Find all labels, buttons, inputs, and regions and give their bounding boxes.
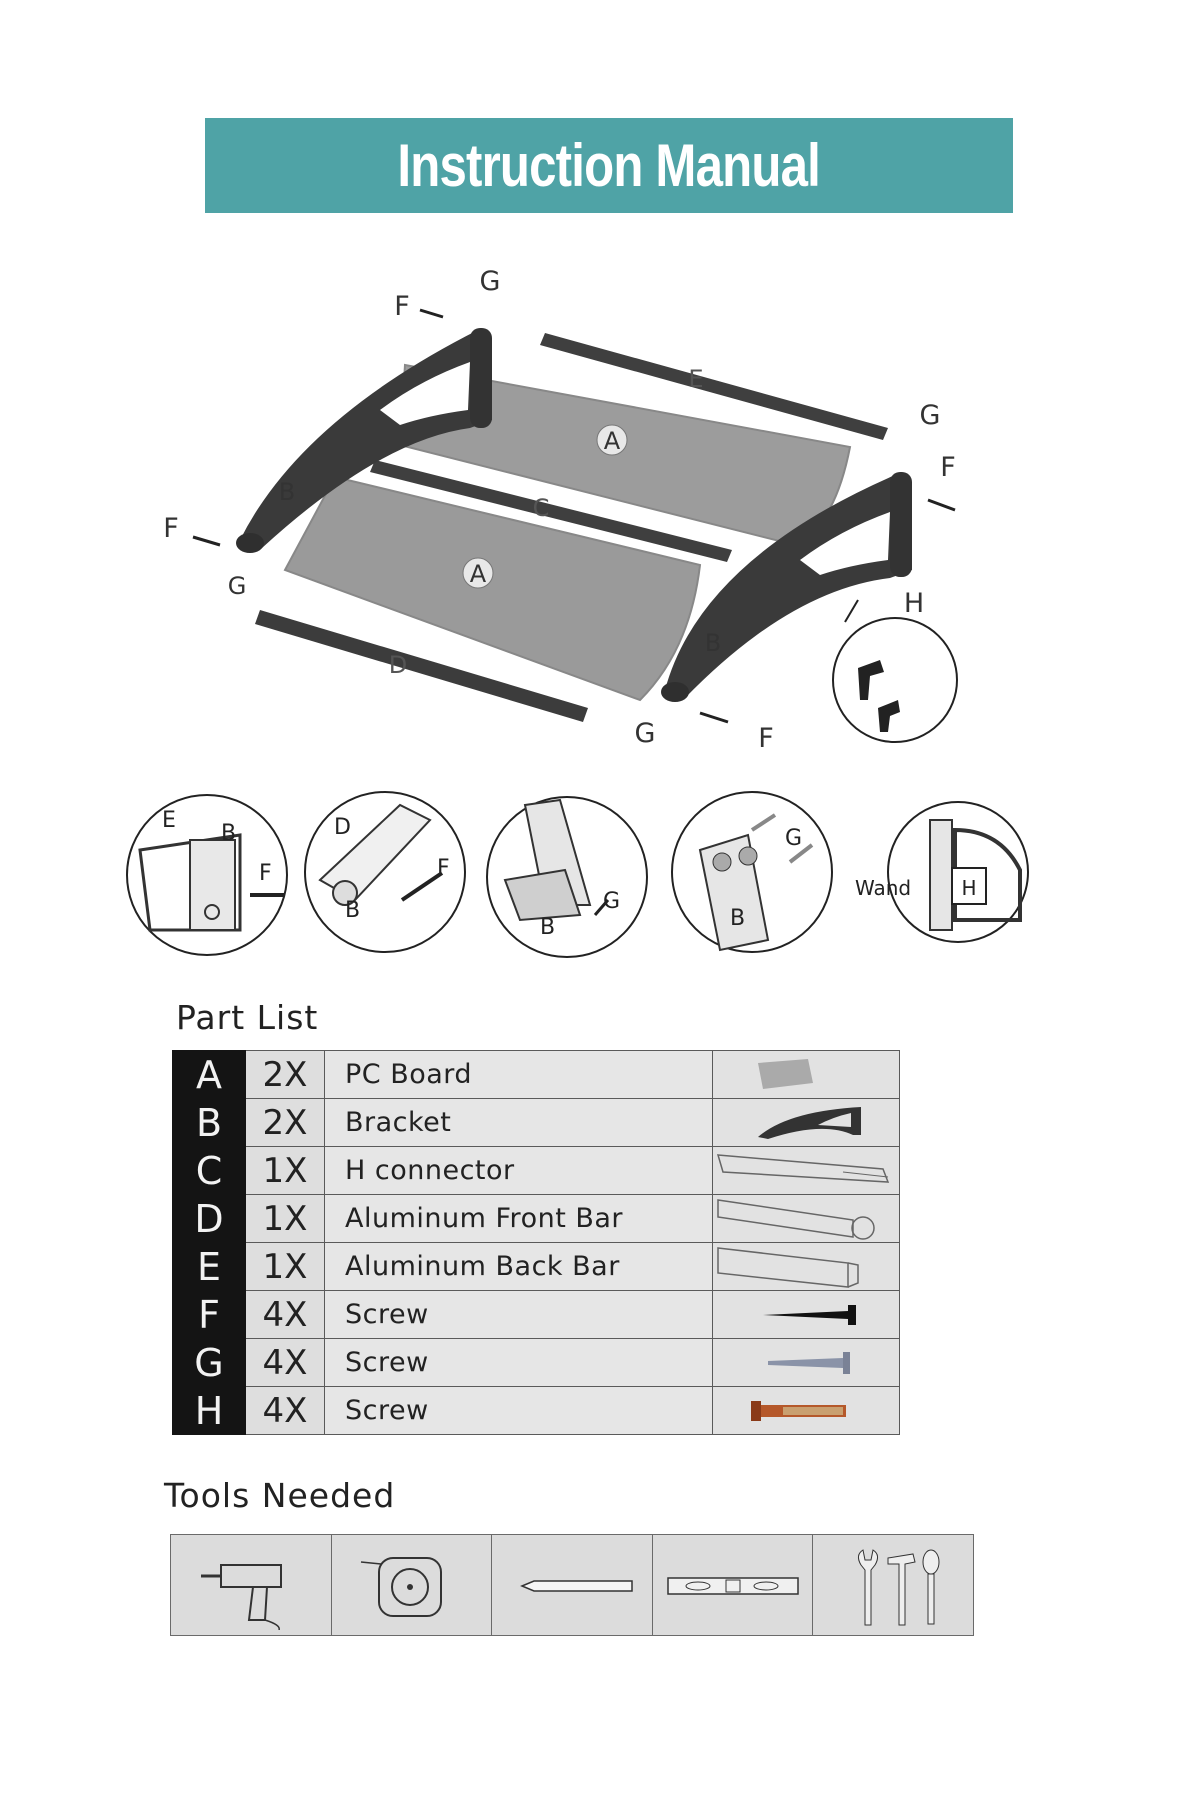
part-name: Bracket [324,1098,713,1147]
part-letter: D [172,1194,246,1243]
part-row: G 4X Screw [172,1338,900,1387]
label-a-back: A [604,427,621,455]
expansion-bolt-icon [751,1401,846,1421]
page-title: Instruction Manual [397,132,821,199]
pencil-icon [520,1580,633,1592]
label-d: D [389,651,407,679]
pc-board-front [283,475,702,702]
part-qty: 1X [245,1146,325,1195]
tools-row [170,1534,974,1636]
hand-tools-icon [858,1549,940,1626]
h-connector-icon [716,1154,890,1183]
tool-cell [332,1535,493,1635]
part-letter: H [172,1386,246,1435]
part-qty: 1X [245,1194,325,1243]
part-name: H connector [324,1146,713,1195]
exploded-assembly-diagram: G F E A G F B C F G A H B D G F [163,266,958,754]
tool-cell [492,1535,653,1635]
part-list-table: A 2X PC Board B 2X Bracket C 1X H connec… [172,1050,900,1435]
detail-circle-4: G B [671,791,833,953]
label-h: H [904,588,924,619]
detail-4-label-g: G [785,826,802,851]
detail-1-label-b: B [221,821,236,846]
bracket-right [661,472,912,702]
part-row: C 1X H connector [172,1146,900,1195]
h-connector [370,460,732,562]
part-name: Screw [324,1338,713,1387]
label-g-right: G [920,400,941,431]
part-row: B 2X Bracket [172,1098,900,1147]
part-qty: 4X [245,1386,325,1435]
detail-circle-5: Wand H [855,801,1029,943]
part-row: E 1X Aluminum Back Bar [172,1242,900,1291]
part-row: F 4X Screw [172,1290,900,1339]
part-name: Aluminum Front Bar [324,1194,713,1243]
label-e: E [688,365,703,393]
bracket-icon [758,1107,861,1139]
tools-needed-title: Tools Needed [164,1476,396,1515]
detail-3-label-g: G [603,889,620,914]
detail-steps: E B F D F B B G G B Wand H [126,791,1029,958]
part-row: D 1X Aluminum Front Bar [172,1194,900,1243]
part-qty: 4X [245,1338,325,1387]
silver-screw-icon [768,1352,850,1374]
part-letter: E [172,1242,246,1291]
label-g-top: G [480,266,501,297]
part-letter: C [172,1146,246,1195]
part-qty: 2X [245,1098,325,1147]
detail-1-label-e: E [162,808,176,833]
detail-2-label-d: D [334,815,351,840]
front-bar-icon [717,1199,875,1240]
label-b-left: B [279,478,295,506]
drill-icon [200,1564,282,1630]
pc-board-icon [758,1059,813,1089]
detail-5-label-h: H [961,876,976,900]
h-anchor-inset [832,617,958,743]
part-letter: F [172,1290,246,1339]
part-qty: 1X [245,1242,325,1291]
label-g-bottom: G [635,718,656,749]
tool-cell [813,1535,973,1635]
part-name: Screw [324,1290,713,1339]
part-row: H 4X Screw [172,1386,900,1435]
bracket-left [236,328,492,553]
spirit-level-icon [666,1577,799,1595]
detail-3-label-b: B [540,915,555,940]
label-f-bottom: F [758,723,774,754]
label-f-left: F [163,513,179,544]
label-f-top: F [394,291,410,322]
detail-2-label-b: B [345,898,360,923]
part-letter: G [172,1338,246,1387]
part-qty: 4X [245,1290,325,1339]
part-name: Aluminum Back Bar [324,1242,713,1291]
part-qty: 2X [245,1050,325,1099]
tape-measure-icon [361,1557,443,1617]
detail-1-label-f: F [259,861,272,886]
tool-cell [171,1535,332,1635]
part-name: Screw [324,1386,713,1435]
detail-circle-3: B G [486,796,648,958]
detail-circle-2: D F B [304,791,466,953]
part-name: PC Board [324,1050,713,1099]
back-bar-icon [717,1247,859,1288]
part-row: A 2X PC Board [172,1050,900,1099]
title-banner: Instruction Manual [205,118,1013,213]
black-screw-icon [763,1305,856,1325]
front-bar [255,610,588,722]
tool-cell [653,1535,814,1635]
label-b-right: B [705,629,721,657]
part-letter: A [172,1050,246,1099]
label-a-front: A [470,560,487,588]
label-g-left: G [228,572,247,600]
part-list-title: Part List [176,998,319,1037]
detail-4-label-b: B [730,906,745,931]
label-f-right: F [940,452,956,483]
detail-5-label-wand: Wand [855,876,911,900]
detail-2-label-f: F [437,856,450,881]
detail-circle-1: E B F [126,794,288,956]
part-letter: B [172,1098,246,1147]
back-bar [540,333,888,440]
label-c: C [533,494,550,522]
